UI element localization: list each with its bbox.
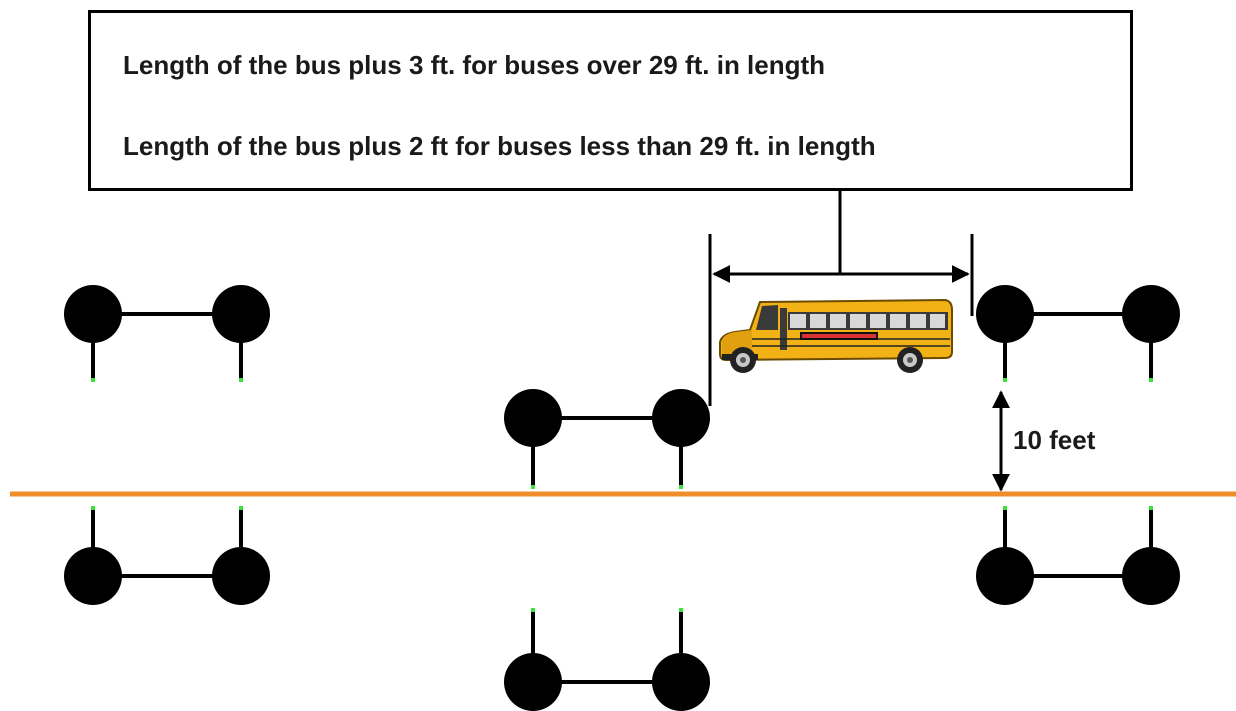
marker-sensor-dot: [1003, 506, 1007, 510]
stop-marker-upper-right: [976, 285, 1180, 382]
marker-sensor-dot: [531, 485, 535, 489]
rule-callout-box: Length of the bus plus 3 ft. for buses o…: [88, 10, 1133, 191]
marker-circle: [1122, 547, 1180, 605]
marker-circle: [504, 389, 562, 447]
stop-marker-lower-right: [976, 506, 1180, 605]
marker-sensor-dot: [531, 608, 535, 612]
marker-circle: [212, 285, 270, 343]
setback-distance-label: 10 feet: [1013, 425, 1096, 455]
marker-sensor-dot: [1149, 506, 1153, 510]
marker-circle: [64, 285, 122, 343]
marker-circle: [1122, 285, 1180, 343]
marker-sensor-dot: [1003, 378, 1007, 382]
marker-sensor-dot: [239, 378, 243, 382]
marker-circle: [504, 653, 562, 711]
marker-sensor-dot: [91, 378, 95, 382]
stop-marker-upper-left: [64, 285, 270, 382]
marker-circle: [64, 547, 122, 605]
marker-sensor-dot: [1149, 378, 1153, 382]
marker-sensor-dot: [239, 506, 243, 510]
stop-marker-center-lower: [504, 608, 710, 711]
marker-circle: [652, 389, 710, 447]
rule-under-29ft: Length of the bus plus 2 ft for buses le…: [123, 131, 876, 161]
marker-circle: [652, 653, 710, 711]
marker-circle: [976, 547, 1034, 605]
stop-marker-lower-left: [64, 506, 270, 605]
marker-sensor-dot: [679, 608, 683, 612]
stop-marker-center-upper: [504, 389, 710, 489]
stop-markers: [64, 285, 1180, 711]
marker-circle: [976, 285, 1034, 343]
rule-over-29ft: Length of the bus plus 3 ft. for buses o…: [123, 50, 826, 80]
marker-circle: [212, 547, 270, 605]
marker-sensor-dot: [679, 485, 683, 489]
school-bus-icon: [719, 298, 953, 373]
marker-sensor-dot: [91, 506, 95, 510]
